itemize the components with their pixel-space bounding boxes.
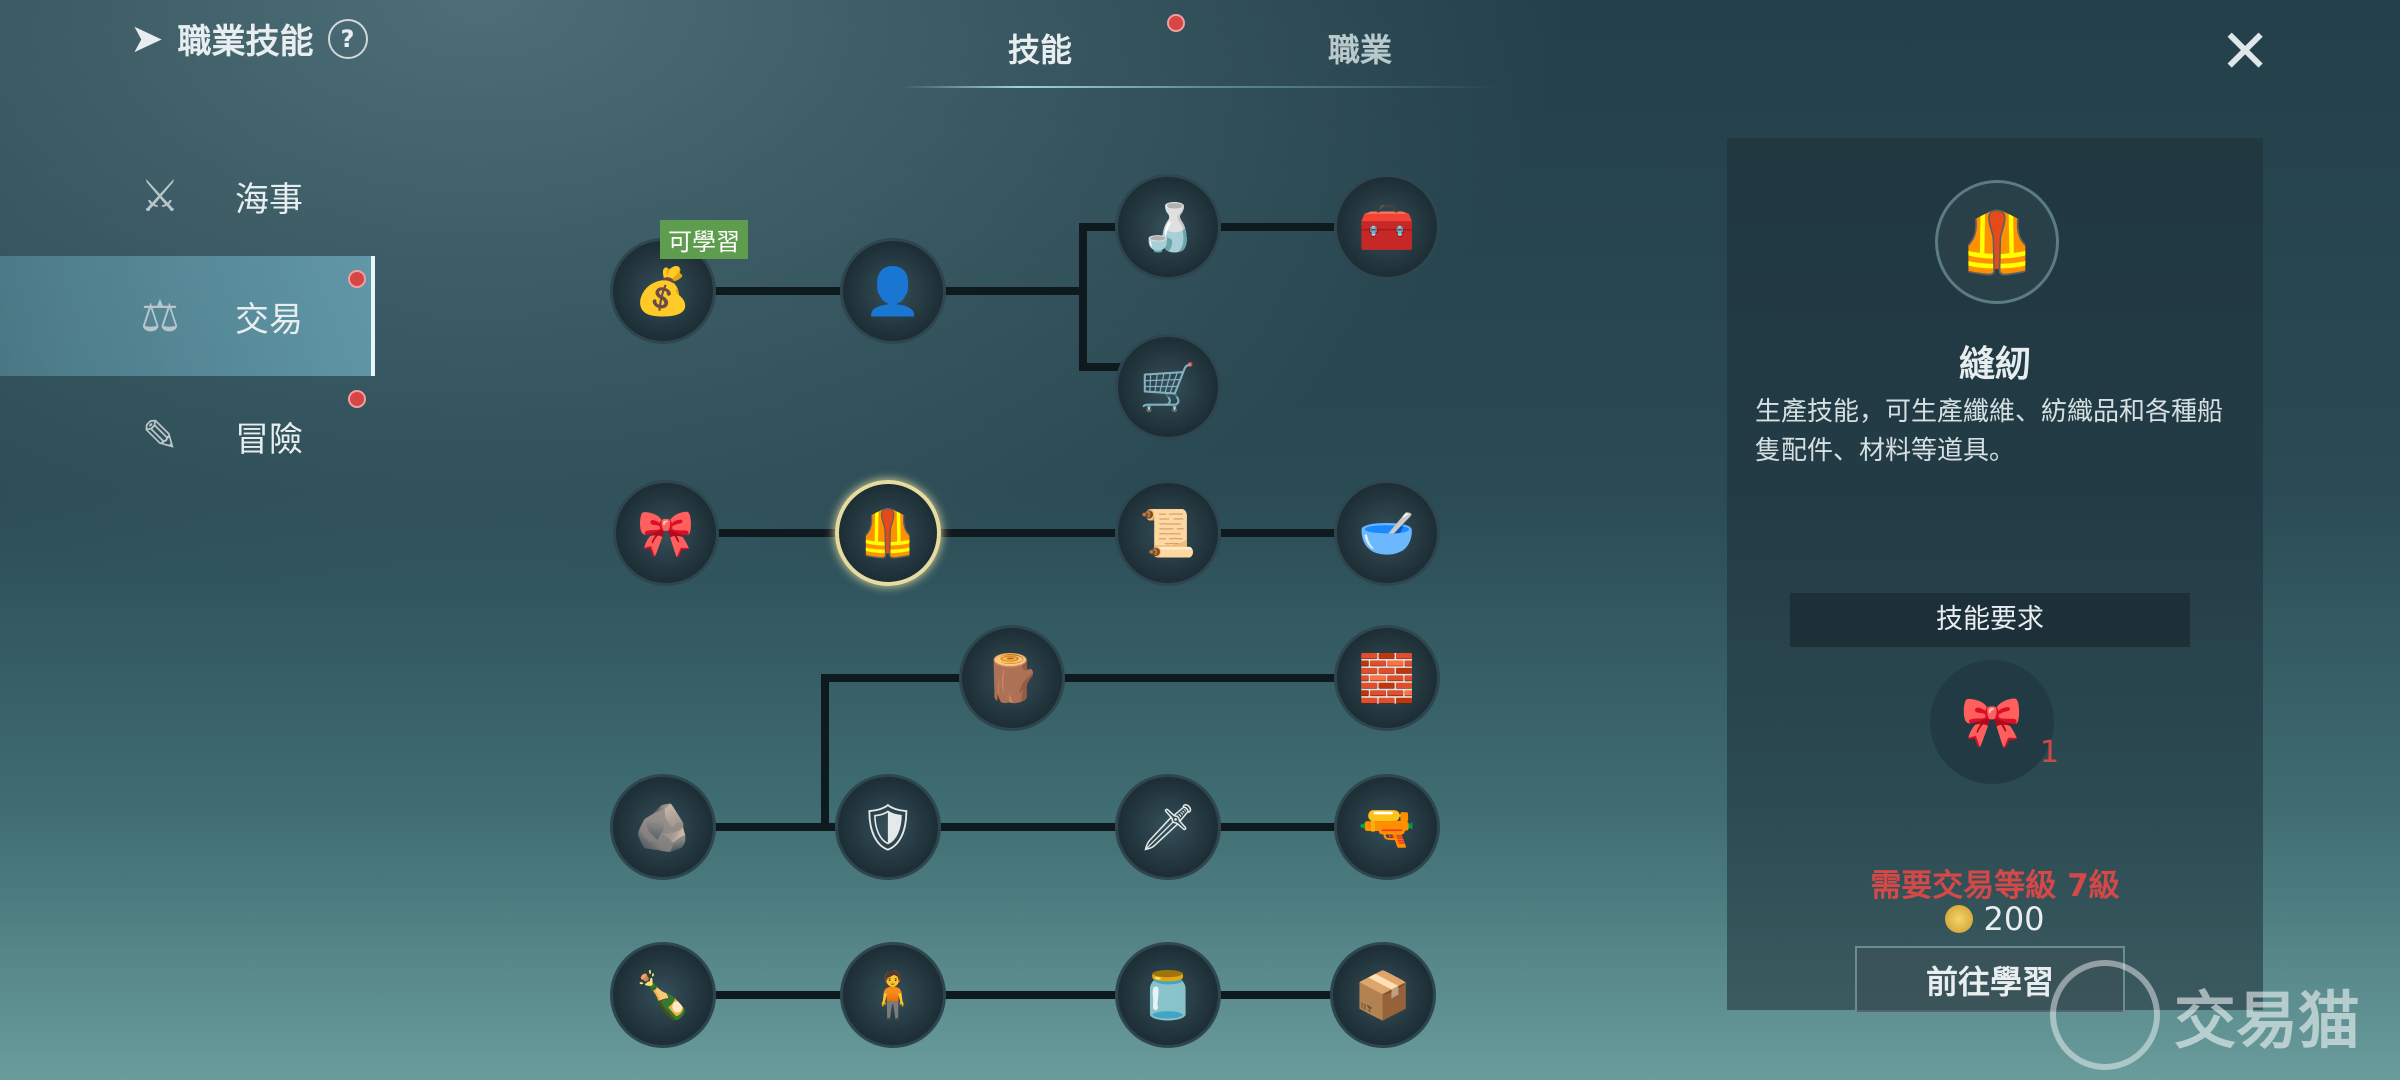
- ingots-icon[interactable]: 🧱: [1334, 625, 1440, 731]
- pistol-icon[interactable]: 🔫: [1334, 774, 1440, 880]
- tab-skills[interactable]: 技能: [1008, 31, 1073, 69]
- bottle-icon[interactable]: 🍶: [1115, 174, 1221, 280]
- skill-description: 生產技能，可生產纖維、紡織品和各種船隻配件、材料等道具。: [1755, 397, 2224, 466]
- merchant-icon[interactable]: 👤: [840, 238, 946, 344]
- cloth-roll-icon[interactable]: 📜: [1115, 480, 1221, 586]
- level-requirement: 需要交易等級 7級: [1870, 868, 2120, 904]
- close-button[interactable]: ✕: [2220, 17, 2271, 87]
- cost-value: 200: [1983, 900, 2045, 938]
- tab-professions[interactable]: 職業: [1328, 31, 1393, 69]
- page-title: 職業技能: [177, 22, 314, 62]
- tab-underline: [900, 86, 1500, 88]
- wine-bottle-icon[interactable]: 🍾: [610, 942, 716, 1048]
- telescope-icon: ✎: [141, 410, 179, 462]
- coin-icon: [1945, 905, 1974, 933]
- bowls-icon[interactable]: 🥣: [1334, 480, 1440, 586]
- learnable-badge: 可學習: [660, 220, 748, 259]
- jar-icon[interactable]: 🫙: [1115, 942, 1221, 1048]
- sewing-vest-icon[interactable]: 🦺: [835, 480, 941, 586]
- cart-icon[interactable]: 🛒: [1115, 334, 1221, 440]
- page-header: ➤ 職業技能 ?: [130, 14, 368, 63]
- sword-shield-icon[interactable]: 🛡: [835, 774, 941, 880]
- watermark-text: 交易猫: [2174, 984, 2361, 1057]
- sidebar-item-adventure[interactable]: ✎ 冒險: [0, 376, 375, 496]
- skill-name: 縫紉: [1958, 344, 2031, 385]
- sidebar-item-trade[interactable]: ⚖ 交易: [0, 256, 375, 376]
- figure-icon[interactable]: 🧍: [840, 942, 946, 1048]
- sidebar-item-label: 海事: [235, 179, 303, 220]
- requirement-header: 技能要求: [1790, 593, 2190, 647]
- scales-icon: ⚖: [140, 290, 180, 342]
- saber-icon[interactable]: 🗡: [1115, 774, 1221, 880]
- sidebar-item-label: 冒險: [235, 419, 303, 460]
- watermark: 交易猫: [2050, 960, 2360, 1070]
- notification-dot: [1167, 14, 1185, 32]
- bowtie-trade-icon[interactable]: 🎀: [613, 480, 719, 586]
- sidebar-item-label: 交易: [235, 299, 303, 340]
- notification-dot: [348, 270, 366, 288]
- help-button[interactable]: ?: [327, 18, 368, 59]
- ore-icon[interactable]: 🪨: [610, 774, 716, 880]
- sewing-vest-icon: 🦺: [1935, 180, 2059, 304]
- cost: 200: [1727, 900, 2263, 938]
- chest-icon[interactable]: 🧰: [1334, 174, 1440, 280]
- bowtie-trade-icon[interactable]: 🎀: [1930, 660, 2054, 784]
- requirement-count: 1: [2040, 735, 2060, 770]
- notification-dot: [348, 390, 366, 408]
- back-arrow-icon[interactable]: ➤: [130, 15, 164, 62]
- crossed-swords-icon: ⚔: [140, 170, 180, 222]
- logs-icon[interactable]: 🪵: [959, 625, 1065, 731]
- sidebar-item-maritime[interactable]: ⚔ 海事: [0, 136, 375, 256]
- box-icon[interactable]: 📦: [1330, 942, 1436, 1048]
- cat-logo-icon: [2050, 960, 2160, 1070]
